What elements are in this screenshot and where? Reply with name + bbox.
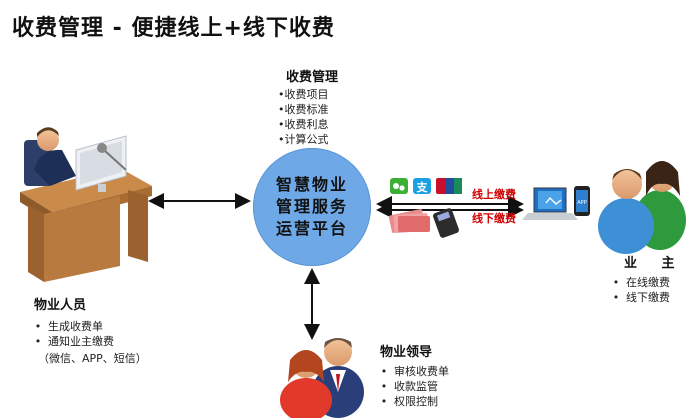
fee-settings-item: •计算公式 <box>278 132 338 147</box>
owner-item: • 在线缴费 <box>612 275 685 290</box>
online-payment-label: 线上缴费 <box>472 188 516 201</box>
owner-item: • 线下缴费 <box>612 290 685 305</box>
owner-item-label: 在线缴费 <box>626 276 670 289</box>
fee-settings-item-label: •计算公式 <box>278 133 329 146</box>
svg-text:支: 支 <box>416 180 429 194</box>
app-label: APP <box>577 200 586 206</box>
page-title: 收费管理 - 便捷线上+线下收费 <box>12 16 335 41</box>
platform-label-line: 运营平台 <box>275 219 348 238</box>
staff-item: • 通知业主缴费 <box>34 334 147 349</box>
staff-item: • 生成收费单 <box>34 319 147 334</box>
offline-payment-label: 线下缴费 <box>472 212 516 225</box>
fee-settings-item: •收费项目 <box>278 87 338 102</box>
leader-item: • 收款监管 <box>380 379 449 394</box>
cash-icon <box>388 209 430 234</box>
fee-settings-block: 收费管理 •收费项目 •收费标准 •收费利息 •计算公式 <box>278 66 338 147</box>
bullet: • <box>380 395 388 408</box>
laptop-icon <box>522 187 578 220</box>
bullet: • <box>380 365 388 378</box>
platform-circle: 智慧物业 管理服务 运营平台 <box>253 148 371 266</box>
leader-block: 物业领导 • 审核收费单 • 收款监管 • 权限控制 <box>380 341 449 409</box>
phone-icon: APP <box>574 186 590 216</box>
leader-item: • 审核收费单 <box>380 364 449 379</box>
owner-item-label: 线下缴费 <box>626 291 670 304</box>
leader-item: • 权限控制 <box>380 394 449 409</box>
payment-icons: 支 <box>388 178 462 238</box>
fee-settings-item: •收费标准 <box>278 102 338 117</box>
platform-label-line: 管理服务 <box>275 197 348 216</box>
leader-illustration <box>280 338 364 418</box>
leader-item-label: 收款监管 <box>394 380 438 393</box>
alipay-icon <box>413 178 431 194</box>
bullet: • <box>612 276 620 289</box>
staff-block: 物业人员 • 生成收费单 • 通知业主缴费 （微信、APP、短信） <box>34 294 147 366</box>
platform-label-line: 智慧物业 <box>275 175 348 194</box>
fee-settings-item: •收费利息 <box>278 117 338 132</box>
owner-title: 业 主 <box>624 256 685 271</box>
staff-title: 物业人员 <box>34 298 87 313</box>
staff-item-label: 生成收费单 <box>48 320 103 333</box>
pos-terminal-icon <box>433 208 459 238</box>
owner-illustration <box>598 161 686 254</box>
fee-settings-item-label: •收费标准 <box>278 103 329 116</box>
bullet: • <box>612 291 620 304</box>
bullet: • <box>34 320 42 333</box>
bullet: • <box>34 335 42 348</box>
leader-item-label: 权限控制 <box>394 395 438 408</box>
fee-settings-title: 收费管理 <box>286 70 339 85</box>
leader-item-label: 审核收费单 <box>394 365 449 378</box>
leader-title: 物业领导 <box>380 345 433 360</box>
fee-settings-item-label: •收费利息 <box>278 118 329 131</box>
staff-note: （微信、APP、短信） <box>38 352 147 365</box>
fee-settings-item-label: •收费项目 <box>278 88 329 101</box>
staff-illustration <box>20 127 152 282</box>
bullet: • <box>380 380 388 393</box>
owner-block: 业 主 • 在线缴费 • 线下缴费 <box>612 252 685 305</box>
staff-item-label: 通知业主缴费 <box>48 335 114 348</box>
